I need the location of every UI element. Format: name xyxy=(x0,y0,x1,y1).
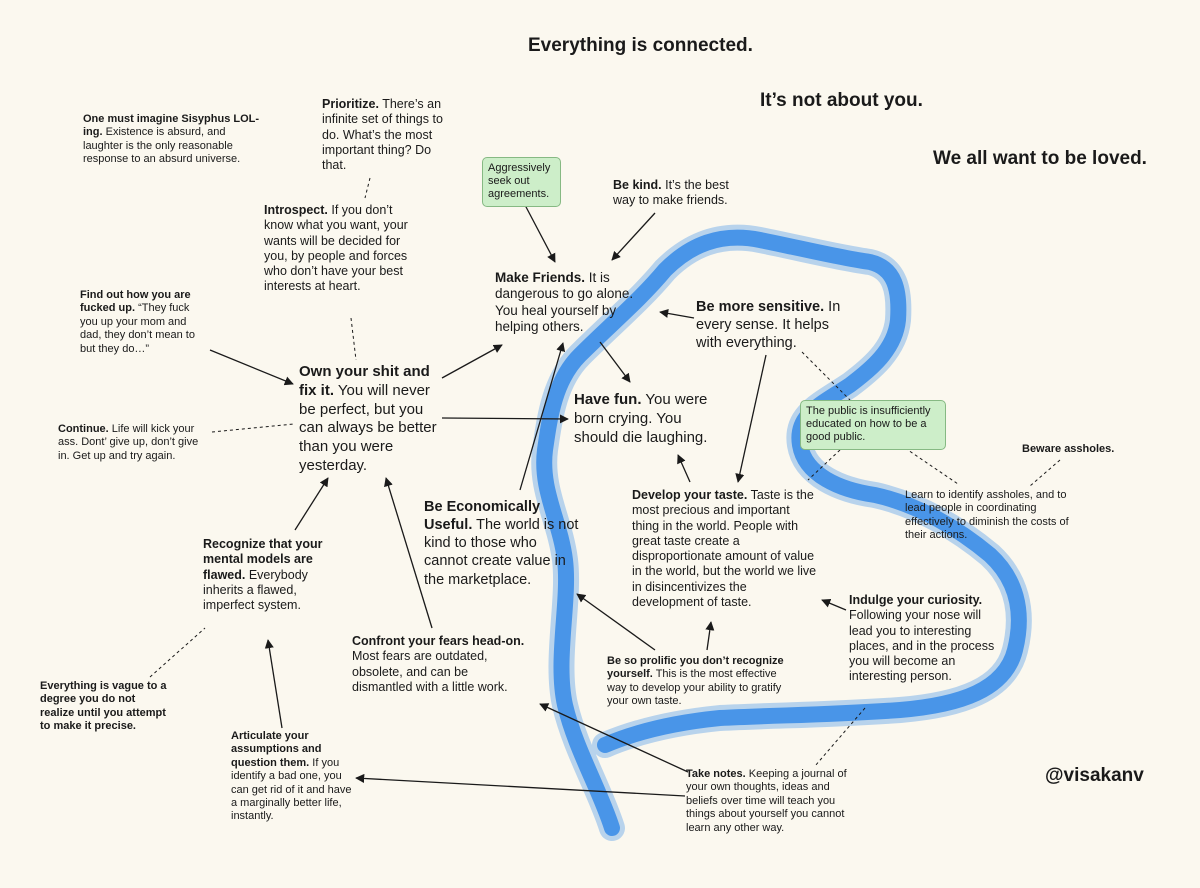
dash-continue-ownshit xyxy=(211,423,295,433)
node-indulge-curiosity: Indulge your curiosity. Following your n… xyxy=(849,593,999,685)
node-develop-taste-head: Develop your taste. xyxy=(632,488,748,502)
node-be-more-sensitive-head: Be more sensitive. xyxy=(696,299,825,315)
dash-prioritize-introspect xyxy=(364,177,371,199)
dash-vague-models xyxy=(149,627,206,678)
arrow-models-ownshit xyxy=(294,477,329,531)
node-make-friends: Make Friends. It is dangerous to go alon… xyxy=(495,270,647,336)
dash-sensitive-public xyxy=(801,351,851,401)
dash-public-taste xyxy=(807,449,841,481)
arrow-fears-ownshit xyxy=(384,477,433,629)
arrow-taste-fun xyxy=(677,454,691,483)
node-indulge-curiosity-head: Indulge your curiosity. xyxy=(849,593,983,607)
arrow-notes-articulate xyxy=(355,773,686,797)
node-have-fun-body: You were born crying. You should die lau… xyxy=(574,391,708,446)
node-introspect: Introspect. If you don’t know what you w… xyxy=(264,203,412,295)
node-be-so-prolific-body: This is the most effective way to develo… xyxy=(607,668,782,708)
dash-public-identify xyxy=(904,447,959,485)
node-prioritize-head: Prioritize. xyxy=(322,97,379,111)
node-make-friends-head: Make Friends. xyxy=(495,270,586,285)
dashed-links xyxy=(149,177,1061,767)
node-articulate-assumptions-body: If you identify a bad one, you can get r… xyxy=(231,756,352,823)
dash-curiosity-notes xyxy=(814,707,866,767)
node-everything-vague-head: Everything is vague to a degree you do n… xyxy=(40,680,167,733)
node-find-out-fucked-up: Find out how you are fucked up. “They fu… xyxy=(80,289,205,356)
arrow-econ-friends xyxy=(519,342,566,491)
headline-not-about-you: It’s not about you. xyxy=(760,90,923,111)
arrow-friends-fun xyxy=(599,341,631,383)
headline-want-to-be-loved: We all want to be loved. xyxy=(933,148,1147,169)
dash-assholes-identify xyxy=(1029,459,1061,487)
node-economically-useful: Be Economically Useful. The world is not… xyxy=(424,498,582,589)
node-beware-assholes: Beware assholes. xyxy=(1022,443,1132,456)
node-have-fun: Have fun. You were born crying. You shou… xyxy=(574,391,726,447)
node-be-more-sensitive: Be more sensitive. In every sense. It he… xyxy=(696,298,856,352)
arrow-kind-friends xyxy=(611,212,656,261)
node-confront-fears-head: Confront your fears head-on. xyxy=(352,634,525,648)
node-prioritize: Prioritize. There’s an infinite set of t… xyxy=(322,97,450,173)
node-sisyphus: One must imagine Sisyphus LOL-ing. Exist… xyxy=(83,113,268,167)
node-economically-useful-head: Be Economically Useful. xyxy=(424,499,541,534)
note-aggressively-seek-agreements: Aggressively seek out agreements. xyxy=(482,157,561,207)
node-be-so-prolific-head: Be so prolific you don’t recognize yours… xyxy=(607,655,784,681)
node-find-out-fucked-up-body: “They fuck you up your mom and dad, they… xyxy=(80,302,195,355)
node-identify-assholes: Learn to identify assholes, and to lead … xyxy=(905,489,1069,542)
river-stroke xyxy=(531,224,1032,841)
node-take-notes-head: Take notes. xyxy=(686,768,746,780)
arrow-fucked-ownshit xyxy=(209,349,294,386)
node-make-friends-body: It is dangerous to go alone. You heal yo… xyxy=(495,270,634,335)
node-develop-taste: Develop your taste. Taste is the most pr… xyxy=(632,488,817,610)
node-find-out-fucked-up-head: Find out how you are fucked up. xyxy=(80,289,191,315)
node-be-more-sensitive-body: In every sense. It helps with everything… xyxy=(696,299,841,352)
node-take-notes: Take notes. Keeping a journal of your ow… xyxy=(686,768,861,835)
node-sisyphus-head: One must imagine Sisyphus LOL-ing. xyxy=(83,113,260,139)
arrow-prolific-taste xyxy=(705,621,715,651)
node-own-your-shit-body: You will never be perfect, but you can a… xyxy=(299,381,437,474)
arrow-ownshit-friends xyxy=(441,344,503,379)
dash-introspect-ownshit xyxy=(350,317,357,361)
author-handle: @visakanv xyxy=(1045,765,1144,786)
node-be-kind-head: Be kind. xyxy=(613,178,662,192)
node-mental-models-flawed-body: Everybody inherits a flawed, imperfect s… xyxy=(203,567,308,613)
node-take-notes-body: Keeping a journal of your own thoughts, … xyxy=(686,768,847,834)
node-introspect-head: Introspect. xyxy=(264,203,328,217)
node-be-kind-body: It’s the best way to make friends. xyxy=(613,178,729,208)
note-public-insufficiently-educated: The public is insufficiently educated on… xyxy=(800,400,946,450)
node-own-your-shit-head: Own your shit and fix it. xyxy=(299,363,430,399)
node-articulate-assumptions: Articulate your assumptions and question… xyxy=(231,730,353,824)
node-confront-fears: Confront your fears head-on. Most fears … xyxy=(352,634,530,695)
arrow-agreements-friends xyxy=(524,204,556,263)
node-be-kind: Be kind. It’s the best way to make frien… xyxy=(613,178,748,209)
node-articulate-assumptions-head: Articulate your assumptions and question… xyxy=(231,730,322,769)
arrow-sensitive-taste xyxy=(735,354,767,483)
node-have-fun-head: Have fun. xyxy=(574,391,642,408)
node-indulge-curiosity-body: Following your nose will lead you to int… xyxy=(849,608,995,684)
node-economically-useful-body: The world is not kind to those who canno… xyxy=(424,517,579,588)
arrow-notes-fears xyxy=(539,703,689,773)
node-confront-fears-body: Most fears are outdated, obsolete, and c… xyxy=(352,649,508,694)
node-introspect-body: If you don’t know what you want, your wa… xyxy=(264,203,408,294)
connector-arrows xyxy=(209,204,847,797)
node-sisyphus-body: Existence is absurd, and laughter is the… xyxy=(83,126,241,166)
arrow-ownshit-fun xyxy=(441,414,569,424)
node-beware-assholes-head: Beware assholes. xyxy=(1022,443,1115,455)
node-continue: Continue. Life will kick your ass. Dont’… xyxy=(58,423,208,463)
node-mental-models-flawed-head: Recognize that your mental models are fl… xyxy=(203,537,323,582)
node-develop-taste-body: Taste is the most precious and important… xyxy=(632,488,817,609)
node-be-so-prolific: Be so prolific you don’t recognize yours… xyxy=(607,655,792,709)
arrow-sensitive-friends xyxy=(659,308,695,319)
arrow-curiosity-taste xyxy=(821,598,847,611)
node-own-your-shit: Own your shit and fix it. You will never… xyxy=(299,363,441,476)
node-continue-head: Continue. xyxy=(58,423,109,435)
headline-everything-connected: Everything is connected. xyxy=(528,35,753,56)
node-mental-models-flawed: Recognize that your mental models are fl… xyxy=(203,537,323,613)
node-continue-body: Life will kick your ass. Dont’ give up, … xyxy=(58,423,199,462)
node-prioritize-body: There’s an infinite set of things to do.… xyxy=(322,97,443,172)
arrow-prolific-econ xyxy=(576,593,656,651)
arrow-articulate-models xyxy=(264,639,283,729)
node-everything-vague: Everything is vague to a degree you do n… xyxy=(40,680,168,734)
